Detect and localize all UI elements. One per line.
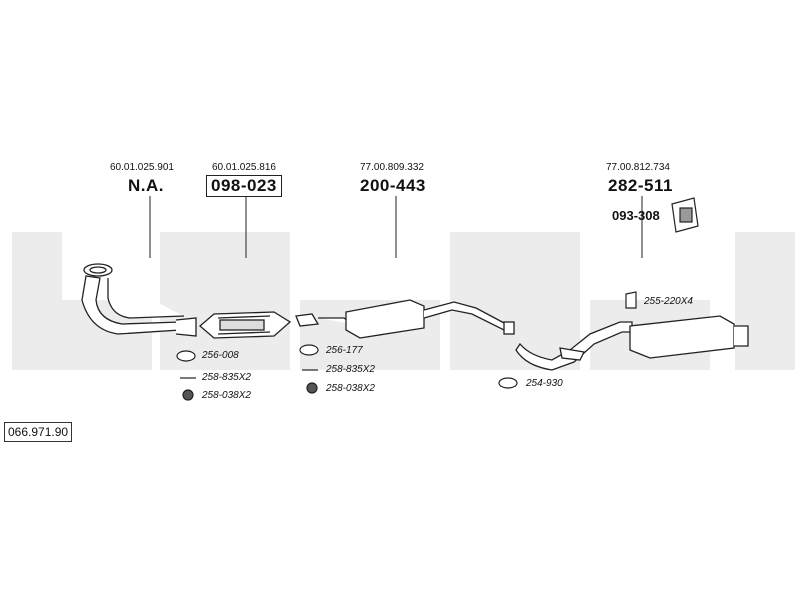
ring-icon bbox=[498, 377, 518, 389]
accessory-label: 258-038X2 bbox=[202, 390, 251, 401]
gasket-icon bbox=[299, 344, 319, 356]
accessory-label: 255-220X4 bbox=[644, 296, 693, 307]
nut-icon bbox=[306, 382, 318, 394]
gasket-icon bbox=[176, 350, 196, 362]
accessory-label: 256-177 bbox=[326, 345, 363, 356]
accessory-label: 258-835X2 bbox=[202, 372, 251, 383]
part-number[interactable]: 200-443 bbox=[360, 176, 426, 195]
nut-icon bbox=[182, 389, 194, 401]
catalytic-converter bbox=[199, 311, 292, 339]
accessory-label: 258-038X2 bbox=[326, 383, 375, 394]
rear-silencer bbox=[515, 315, 749, 371]
part-number[interactable]: N.A. bbox=[128, 176, 164, 195]
hanger-icon bbox=[625, 291, 637, 309]
sub-part-number[interactable]: 093-308 bbox=[612, 208, 660, 223]
clamp-part bbox=[671, 197, 699, 233]
oem-number: 60.01.025.816 bbox=[212, 162, 276, 173]
part-number-boxed[interactable]: 098-023 bbox=[206, 175, 282, 197]
oem-number: 77.00.812.734 bbox=[606, 162, 670, 173]
diagram-reference: 066.971.90 bbox=[4, 422, 73, 442]
accessory-label: 254-930 bbox=[526, 378, 563, 389]
part-number[interactable]: 282-511 bbox=[608, 176, 673, 195]
front-pipe bbox=[81, 263, 197, 337]
accessory-label: 258-835X2 bbox=[326, 364, 375, 375]
oem-number: 60.01.025.901 bbox=[110, 162, 174, 173]
oem-number: 77.00.809.332 bbox=[360, 162, 424, 173]
accessory-label: 256-008 bbox=[202, 350, 239, 361]
middle-silencer bbox=[295, 299, 515, 339]
accessory-icons bbox=[176, 291, 637, 401]
